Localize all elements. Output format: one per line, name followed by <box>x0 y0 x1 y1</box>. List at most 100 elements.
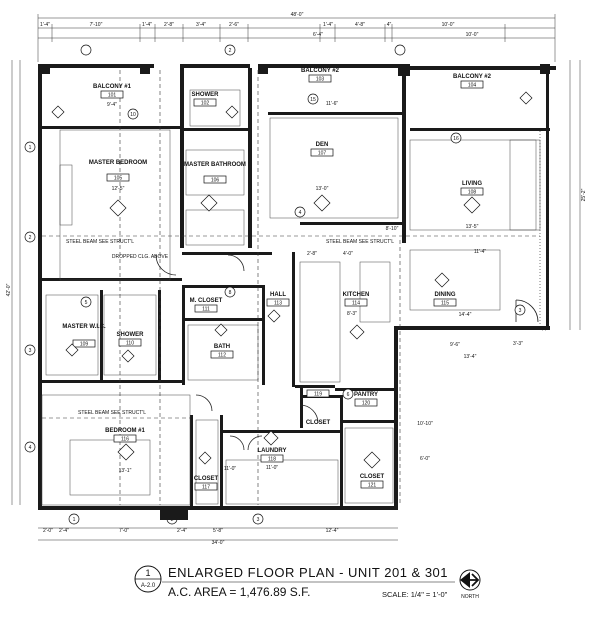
note-dropped-ceiling: DROPPED CLG. ABOVE <box>112 254 169 260</box>
dim-misc-6: 4'-0" <box>343 251 353 257</box>
dim-top-5: 3'-4" <box>196 22 206 28</box>
detail-lines <box>41 89 541 506</box>
room-shower-2-name: SHOWER <box>117 332 145 338</box>
room-kitchen-name: KITCHEN <box>343 292 370 298</box>
exterior-walls <box>38 64 556 520</box>
overall-top-dimension: 48'-0" <box>291 12 304 18</box>
dim-top-8: 1'-4" <box>323 22 333 28</box>
dim-bottom-1: 2'-0" <box>43 528 53 534</box>
sheet-number: A-2.0 <box>141 583 156 589</box>
dim-top-6: 2'-6" <box>229 22 239 28</box>
title-block: 1 A-2.0 ENLARGED FLOOR PLAN - UNIT 201 &… <box>134 565 481 600</box>
room-shower-name: SHOWER <box>192 92 220 98</box>
dim-top-7: 6'-4" <box>313 32 323 38</box>
room-dining-tag: 115 <box>441 301 449 307</box>
room-dining-name: DINING <box>435 292 456 298</box>
room-m-closet-name: M. CLOSET <box>190 298 223 304</box>
room-closet-2-name: CLOSET <box>306 420 331 426</box>
ac-area: A.C. AREA = 1,476.89 S.F. <box>168 585 310 599</box>
grid-bottom-3: 3 <box>257 517 260 523</box>
room-bedroom-1-name: BEDROOM #1 <box>105 428 145 434</box>
grid-bubbles-top: 2 <box>80 44 406 56</box>
room-balcony-2b-dims: 10'-0" <box>466 32 479 38</box>
dim-top-10: 4" <box>387 22 392 28</box>
misc-dimensions: 11'-4" 13'-4" 9'-6" 3'-3" 2'-8" 4'-0" 8'… <box>224 226 523 472</box>
room-living-tag: 108 <box>468 190 477 196</box>
room-balcony-2-dims: 11'-6" <box>326 101 339 107</box>
dim-misc-2: 13'-4" <box>464 354 477 360</box>
dim-bottom-4: 2'-4" <box>177 528 187 534</box>
callout-10: 10 <box>130 112 136 118</box>
dim-misc-3: 9'-6" <box>450 342 460 348</box>
room-balcony-1-tag: 101 <box>108 93 117 99</box>
room-closet-1-tag: 117 <box>202 485 210 491</box>
room-den-name: DEN <box>316 142 329 148</box>
dim-bottom-6: 12'-4" <box>326 528 339 534</box>
room-master-bedroom-tag: 105 <box>114 176 123 182</box>
drawing-title: ENLARGED FLOOR PLAN - UNIT 201 & 301 <box>168 565 448 580</box>
callout-6: 6 <box>347 392 350 398</box>
callout-8: 8 <box>229 290 232 296</box>
top-dimensions: 48'-0" 1'-4" 7'-10" 1'-4" 2'-8" 3'-4" 2'… <box>37 12 556 62</box>
overall-bottom-dimension: 34'-0" <box>212 540 225 546</box>
drawing-scale: SCALE: 1/4" = 1'-0" <box>382 590 448 599</box>
room-shower-2-tag: 110 <box>126 341 134 347</box>
detail-number: 1 <box>145 568 150 578</box>
room-bedroom-1-dims: 13'-1" <box>119 468 132 474</box>
room-master-bathroom-name: MASTER BATHROOM <box>184 162 246 168</box>
room-master-wic-name: MASTER W.I.C. <box>62 324 106 330</box>
dim-misc-4: 3'-3" <box>513 341 523 347</box>
room-pantry-name: PANTRY <box>354 392 378 398</box>
beam-lines <box>42 70 540 505</box>
room-kitchen-tag: 114 <box>352 301 360 307</box>
grid-left-3: 3 <box>29 348 32 354</box>
room-shower-tag: 102 <box>201 101 210 107</box>
room-balcony-2b-tag: 104 <box>468 83 477 89</box>
room-hall-name: HALL <box>270 292 286 298</box>
room-closet-3-tag: 121 <box>368 483 377 489</box>
dim-bottom-3: 7'-0" <box>119 528 129 534</box>
dim-misc-9: 6'-0" <box>420 456 430 462</box>
grid-bubbles-left: 1 2 3 4 <box>24 141 36 453</box>
room-bath-name: BATH <box>214 344 230 350</box>
bottom-dimensions: 2'-0" 2'-4" 7'-0" 2'-4" 5'-8" 12'-4" 34'… <box>38 527 398 546</box>
dim-misc-10: 10'-10" <box>417 421 433 427</box>
dim-top-3: 1'-4" <box>142 22 152 28</box>
room-balcony-2-tag: 103 <box>316 77 325 83</box>
room-balcony-1-name: BALCONY #1 <box>93 84 132 90</box>
room-master-wic-tag: 109 <box>80 342 89 348</box>
callout-15: 15 <box>310 97 316 103</box>
room-laundry-tag: 118 <box>268 457 276 463</box>
overall-left-dimension: 42'-0" <box>6 283 12 296</box>
callout-4: 4 <box>299 210 302 216</box>
dim-misc-8: 11'-0" <box>224 466 237 472</box>
plan-notes: STEEL BEAM SEE STRUCT'L STEEL BEAM SEE S… <box>66 239 394 416</box>
finish-diamonds <box>51 91 533 469</box>
room-dining-dims: 14'-4" <box>459 312 472 318</box>
room-bath-tag: 112 <box>218 353 226 359</box>
room-bedroom-1-tag: 116 <box>121 437 129 443</box>
door-swings <box>155 254 539 451</box>
callout-16: 16 <box>453 136 459 142</box>
room-balcony-2b-name: BALCONY #2 <box>453 74 492 80</box>
room-closet-2-tag: 119 <box>314 392 322 398</box>
room-pantry-tag: 120 <box>362 401 371 407</box>
dim-bottom-2: 2'-4" <box>59 528 69 534</box>
room-master-bathroom-tag: 106 <box>211 178 220 184</box>
room-living-name: LIVING <box>462 181 482 187</box>
north-arrow-icon <box>459 569 481 591</box>
room-master-bedroom-dims: 12'-5" <box>112 186 125 192</box>
room-labels: BALCONY #1 101 9'-4" SHOWER 102 BALCONY … <box>62 32 491 491</box>
room-living-dims: 13'-5" <box>466 224 479 230</box>
dim-misc-1: 11'-4" <box>474 249 487 255</box>
grid-bottom-1: 1 <box>73 517 76 523</box>
dim-top-4: 2'-8" <box>164 22 174 28</box>
room-hall-tag: 113 <box>274 301 282 307</box>
overall-right-dimension: 25'-2" <box>581 188 587 201</box>
room-m-closet-tag: 111 <box>202 307 210 313</box>
callout-5: 5 <box>85 300 88 306</box>
dim-top-11: 10'-0" <box>442 22 455 28</box>
dim-bottom-5: 5'-8" <box>213 528 223 534</box>
